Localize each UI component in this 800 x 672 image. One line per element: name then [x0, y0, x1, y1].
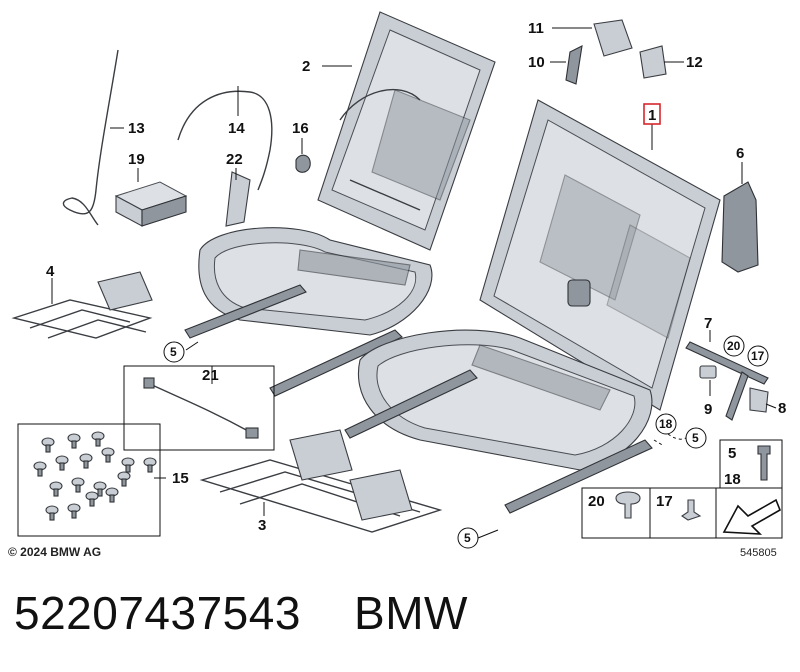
part-14-bowden-cable: [177, 90, 273, 191]
callout-4: 4: [46, 263, 55, 280]
fastener-shank: [105, 454, 111, 463]
fastener-shank: [109, 494, 115, 503]
clip-icon: [615, 491, 641, 519]
fastener-shank: [97, 488, 103, 497]
arrow-direction-icon: [722, 498, 782, 535]
callout-3: 3: [258, 517, 266, 534]
right-seat-rails: [344, 369, 653, 514]
callout-9: 9: [704, 401, 712, 418]
part-7-strap: [685, 341, 769, 385]
fastener-shank: [59, 462, 65, 471]
part-22-bracket: [225, 171, 251, 227]
legend-20: 20: [588, 493, 605, 510]
fastener-shank: [125, 464, 131, 473]
callout-21: 21: [202, 367, 219, 384]
leader-lines: [51, 27, 777, 539]
callout-13: 13: [128, 120, 145, 137]
callout-1-highlight: [643, 103, 661, 125]
callout-8: 8: [778, 400, 786, 417]
callout-18-circle: 18: [659, 417, 673, 431]
fastener-shank: [71, 440, 77, 449]
left-backrest-frame: [317, 11, 496, 251]
part-13-cable: [62, 49, 119, 226]
fastener-shank: [89, 498, 95, 507]
exploded-view: 2 13 14 16 19 22 4 21 15 3 11 10 12 6 7 …: [8, 11, 786, 559]
callout-5-right: 5: [692, 431, 699, 445]
fastener-shank: [95, 438, 101, 447]
fastener-shank: [147, 464, 153, 473]
callout-15: 15: [172, 470, 189, 487]
part-caption: 52207437543 BMW: [14, 586, 468, 640]
part-19-box: [114, 181, 188, 227]
copyright-text: © 2024 BMW AG: [8, 545, 101, 559]
callout-12: 12: [686, 54, 703, 71]
fastener-shank: [75, 484, 81, 493]
fastener-shank: [83, 460, 89, 469]
legend-18: 18: [724, 471, 741, 488]
callouts: 2 13 14 16 19 22 4 21 15 3 11 10 12 6 7 …: [46, 20, 786, 549]
callout-5-left: 5: [170, 345, 177, 359]
callout-6: 6: [736, 145, 744, 162]
callout-17-circle: 17: [751, 349, 765, 363]
callout-7: 7: [704, 315, 712, 332]
brand-name: BMW: [354, 587, 468, 639]
right-backrest-frame: [479, 99, 721, 411]
callout-20-circle: 20: [727, 339, 741, 353]
part-12-bracket: [639, 45, 667, 79]
fastener-shank: [71, 510, 77, 519]
part-21-harness: [123, 365, 275, 451]
fastener-shank: [53, 488, 59, 497]
fastener-shank: [37, 468, 43, 477]
callout-19: 19: [128, 151, 145, 168]
part-6-cover: [721, 181, 759, 273]
callout-1: 1: [648, 107, 656, 124]
part-16-clip: [295, 154, 311, 173]
callout-11: 11: [528, 20, 544, 37]
fastener-legend: 5 18 20 17: [581, 439, 783, 539]
part-number: 52207437543: [14, 587, 301, 639]
fastener-shank: [121, 478, 127, 487]
part-15-fastener-set: [17, 423, 161, 537]
fastener-shank: [45, 444, 51, 453]
callout-22: 22: [226, 151, 243, 168]
part-11-latch: [593, 19, 633, 57]
legend-17: 17: [656, 493, 673, 510]
callout-5-bottom: 5: [464, 531, 471, 545]
callout-10: 10: [528, 54, 545, 71]
part-8-bracket: [749, 387, 769, 413]
right-cushion-frame: [357, 329, 653, 471]
callout-16: 16: [292, 120, 309, 137]
legend-5: 5: [728, 445, 736, 462]
pin-icon: [681, 499, 702, 521]
left-seat-rails: [184, 284, 403, 397]
callout-2: 2: [302, 58, 310, 75]
bolt-icon: [757, 445, 771, 481]
callout-14: 14: [228, 120, 245, 137]
part-9-clip: [699, 365, 717, 379]
part-3-spring-mat: [199, 429, 443, 533]
fastener-shank: [49, 512, 55, 521]
part-10-handle: [565, 45, 583, 85]
part-4-spring-mat: [11, 271, 153, 339]
image-code: 545805: [740, 547, 777, 559]
